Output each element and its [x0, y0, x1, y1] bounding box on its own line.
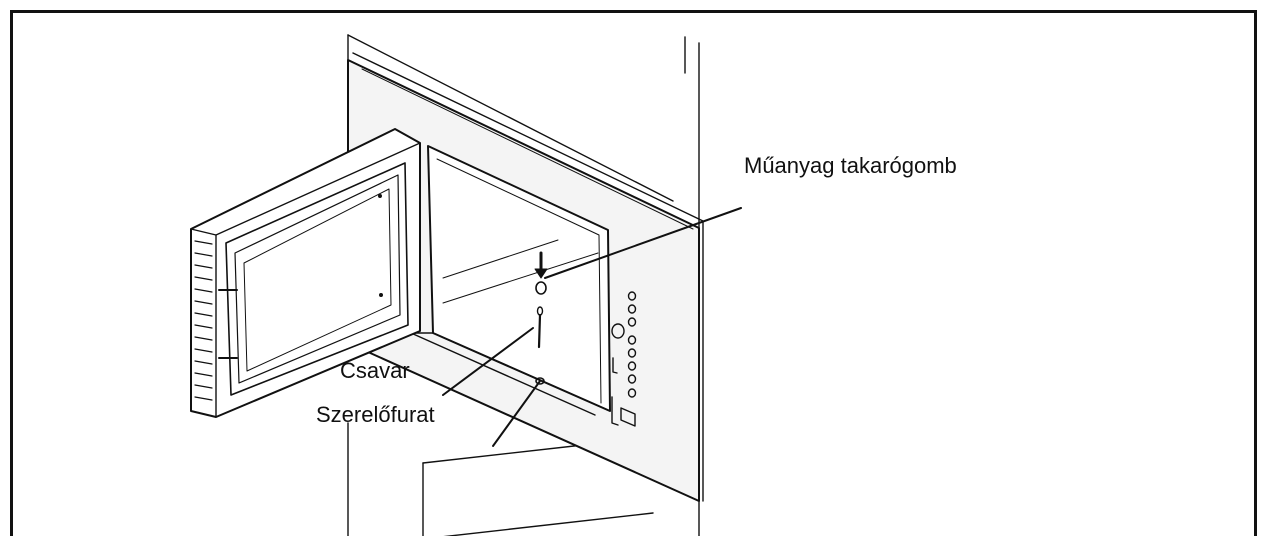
fixing-parts: [534, 251, 548, 385]
oven-cavity: [410, 145, 611, 416]
door-vent-slots: [194, 240, 213, 401]
control-panel: [611, 291, 637, 427]
leader-lines: [442, 207, 742, 447]
label-cover-button: Műanyag takarógomb: [744, 153, 957, 178]
open-door: [190, 128, 421, 418]
cabinet-outline: [347, 34, 700, 536]
label-mounting-hole: Szerelőfurat: [316, 402, 435, 427]
figure-frame: Műanyag takarógomb Csavar Szerelőfurat: [10, 10, 1257, 536]
label-screw: Csavar: [340, 358, 410, 383]
microwave-installation-diagram: [190, 34, 742, 536]
